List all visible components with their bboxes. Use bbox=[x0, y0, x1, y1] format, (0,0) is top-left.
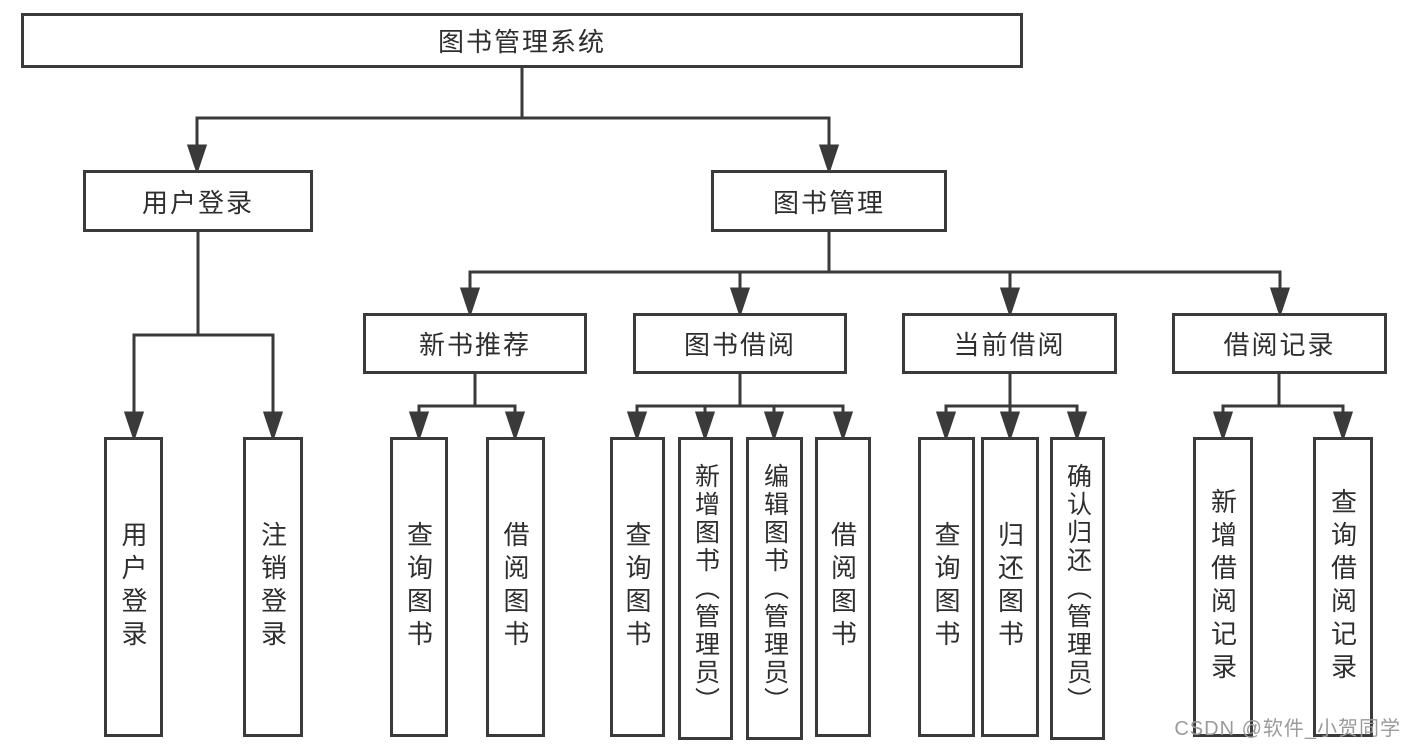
edge-new-book-recommendation-to-leaves bbox=[408, 372, 526, 442]
node-book-borrowing: 图书借阅 bbox=[633, 313, 847, 374]
leaf-add-books-admin: 新增图书（管理员） bbox=[678, 437, 733, 740]
leaf-query-books-recommend-label: 查询图书 bbox=[403, 521, 434, 653]
leaf-add-books-admin-label: 新增图书（管理员） bbox=[691, 462, 720, 715]
leaf-borrow-books-recommend: 借阅图书 bbox=[486, 437, 545, 737]
leaf-add-borrowing-record-label: 新增借阅记录 bbox=[1207, 488, 1238, 686]
node-user-login: 用户登录 bbox=[83, 170, 313, 232]
leaf-edit-books-admin-label: 编辑图书（管理员） bbox=[760, 462, 789, 715]
leaf-user-login-label: 用户登录 bbox=[118, 521, 148, 653]
leaf-user-login: 用户登录 bbox=[104, 437, 163, 737]
edge-book-borrowing-to-leaves bbox=[626, 372, 854, 442]
node-current-borrowing: 当前借阅 bbox=[902, 313, 1117, 374]
leaf-borrow-books-borrow-label: 借阅图书 bbox=[827, 521, 858, 653]
edge-root-to-level2 bbox=[186, 66, 840, 175]
edge-book-management-to-level3 bbox=[459, 230, 1291, 318]
leaf-return-books-label: 归还图书 bbox=[994, 521, 1025, 653]
leaf-query-books-current-label: 查询图书 bbox=[931, 521, 961, 653]
leaf-logout-label: 注销登录 bbox=[257, 521, 288, 653]
edge-borrowing-records-to-leaves bbox=[1212, 372, 1354, 442]
leaf-query-borrowing-record-label: 查询借阅记录 bbox=[1327, 488, 1358, 686]
leaf-add-borrowing-record: 新增借阅记录 bbox=[1193, 437, 1253, 737]
node-new-book-recommendation: 新书推荐 bbox=[363, 313, 587, 374]
leaf-query-books-borrow: 查询图书 bbox=[610, 437, 665, 737]
leaf-logout: 注销登录 bbox=[243, 437, 303, 737]
leaf-query-books-recommend: 查询图书 bbox=[390, 437, 448, 737]
leaf-confirm-return-admin-label: 确认归还（管理员） bbox=[1063, 462, 1092, 715]
leaf-query-borrowing-record: 查询借阅记录 bbox=[1313, 437, 1373, 737]
leaf-borrow-books-recommend-label: 借阅图书 bbox=[500, 521, 530, 653]
edge-user-login-to-leaves bbox=[123, 230, 284, 442]
leaf-edit-books-admin: 编辑图书（管理员） bbox=[746, 437, 803, 740]
leaf-borrow-books-borrow: 借阅图书 bbox=[815, 437, 871, 737]
leaf-return-books: 归还图书 bbox=[981, 437, 1039, 737]
leaf-query-books-borrow-label: 查询图书 bbox=[622, 521, 652, 653]
node-borrowing-records: 借阅记录 bbox=[1172, 313, 1387, 374]
node-book-management: 图书管理 bbox=[711, 170, 947, 232]
leaf-confirm-return-admin: 确认归还（管理员） bbox=[1050, 437, 1105, 740]
edge-current-borrowing-to-leaves bbox=[935, 372, 1088, 442]
leaf-query-books-current: 查询图书 bbox=[918, 437, 975, 737]
node-root-library-management-system: 图书管理系统 bbox=[21, 13, 1023, 68]
